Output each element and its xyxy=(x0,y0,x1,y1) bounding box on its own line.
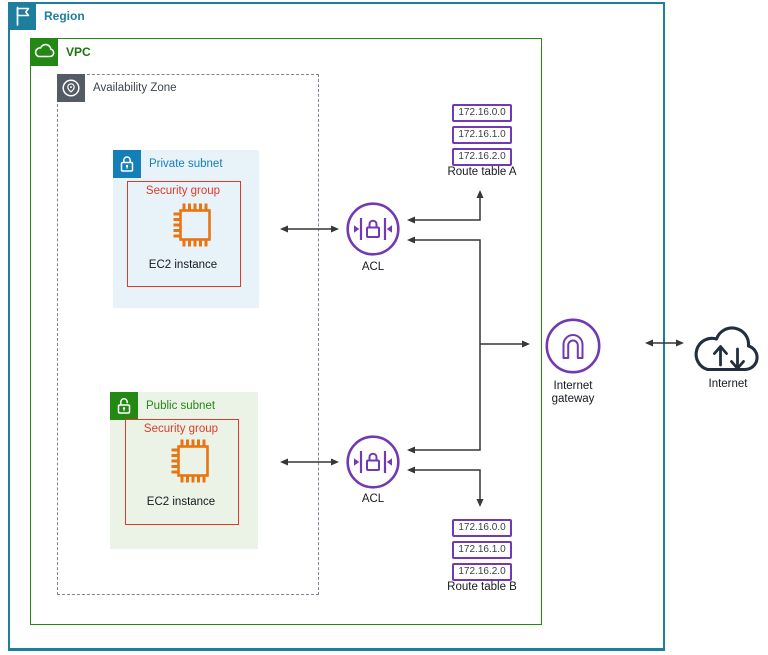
region-label: Region xyxy=(44,9,85,23)
internet-gateway-icon xyxy=(544,317,602,375)
internet-cloud-icon xyxy=(691,321,765,379)
security-group-label-public: Security group xyxy=(143,423,219,435)
acl-label-bottom: ACL xyxy=(361,493,385,505)
availability-zone-label: Availability Zone xyxy=(93,82,177,94)
route-entry: 172.16.2.0 xyxy=(452,148,512,166)
private-subnet-lock-icon xyxy=(113,150,141,178)
private-subnet-label: Private subnet xyxy=(149,158,223,170)
route-entry: 172.16.0.0 xyxy=(452,519,512,537)
security-group-box-public xyxy=(125,419,239,525)
internet-label: Internet xyxy=(708,378,748,390)
security-group-label-private: Security group xyxy=(145,185,221,197)
availability-zone-box xyxy=(57,74,319,595)
ec2-instance-label-public: EC2 instance xyxy=(146,496,216,508)
vpc-box xyxy=(30,38,542,625)
ec2-instance-chip-icon-private xyxy=(167,197,223,253)
security-group-box-private xyxy=(127,181,241,287)
route-entry: 172.16.2.0 xyxy=(452,563,512,581)
vpc-label: VPC xyxy=(66,45,91,59)
region-flag-icon xyxy=(8,2,36,30)
route-entry: 172.16.1.0 xyxy=(452,541,512,559)
route-table-a-label: Route table A xyxy=(447,166,517,178)
route-table-b-label: Route table B xyxy=(447,581,517,593)
public-subnet-lock-open-icon xyxy=(110,392,138,420)
ec2-instance-label-private: EC2 instance xyxy=(148,259,218,271)
internet-gateway-label: Internet gateway xyxy=(551,380,595,405)
public-subnet-label: Public subnet xyxy=(146,400,216,412)
route-entry: 172.16.1.0 xyxy=(452,126,512,144)
acl-icon-top xyxy=(345,201,401,257)
availability-zone-location-icon xyxy=(57,74,85,102)
route-entry: 172.16.0.0 xyxy=(452,104,512,122)
region-box xyxy=(8,2,665,651)
vpc-cloud-icon xyxy=(30,38,58,66)
acl-label-top: ACL xyxy=(361,261,385,273)
ec2-instance-chip-icon-public xyxy=(165,433,221,489)
acl-icon-bottom xyxy=(345,434,401,490)
